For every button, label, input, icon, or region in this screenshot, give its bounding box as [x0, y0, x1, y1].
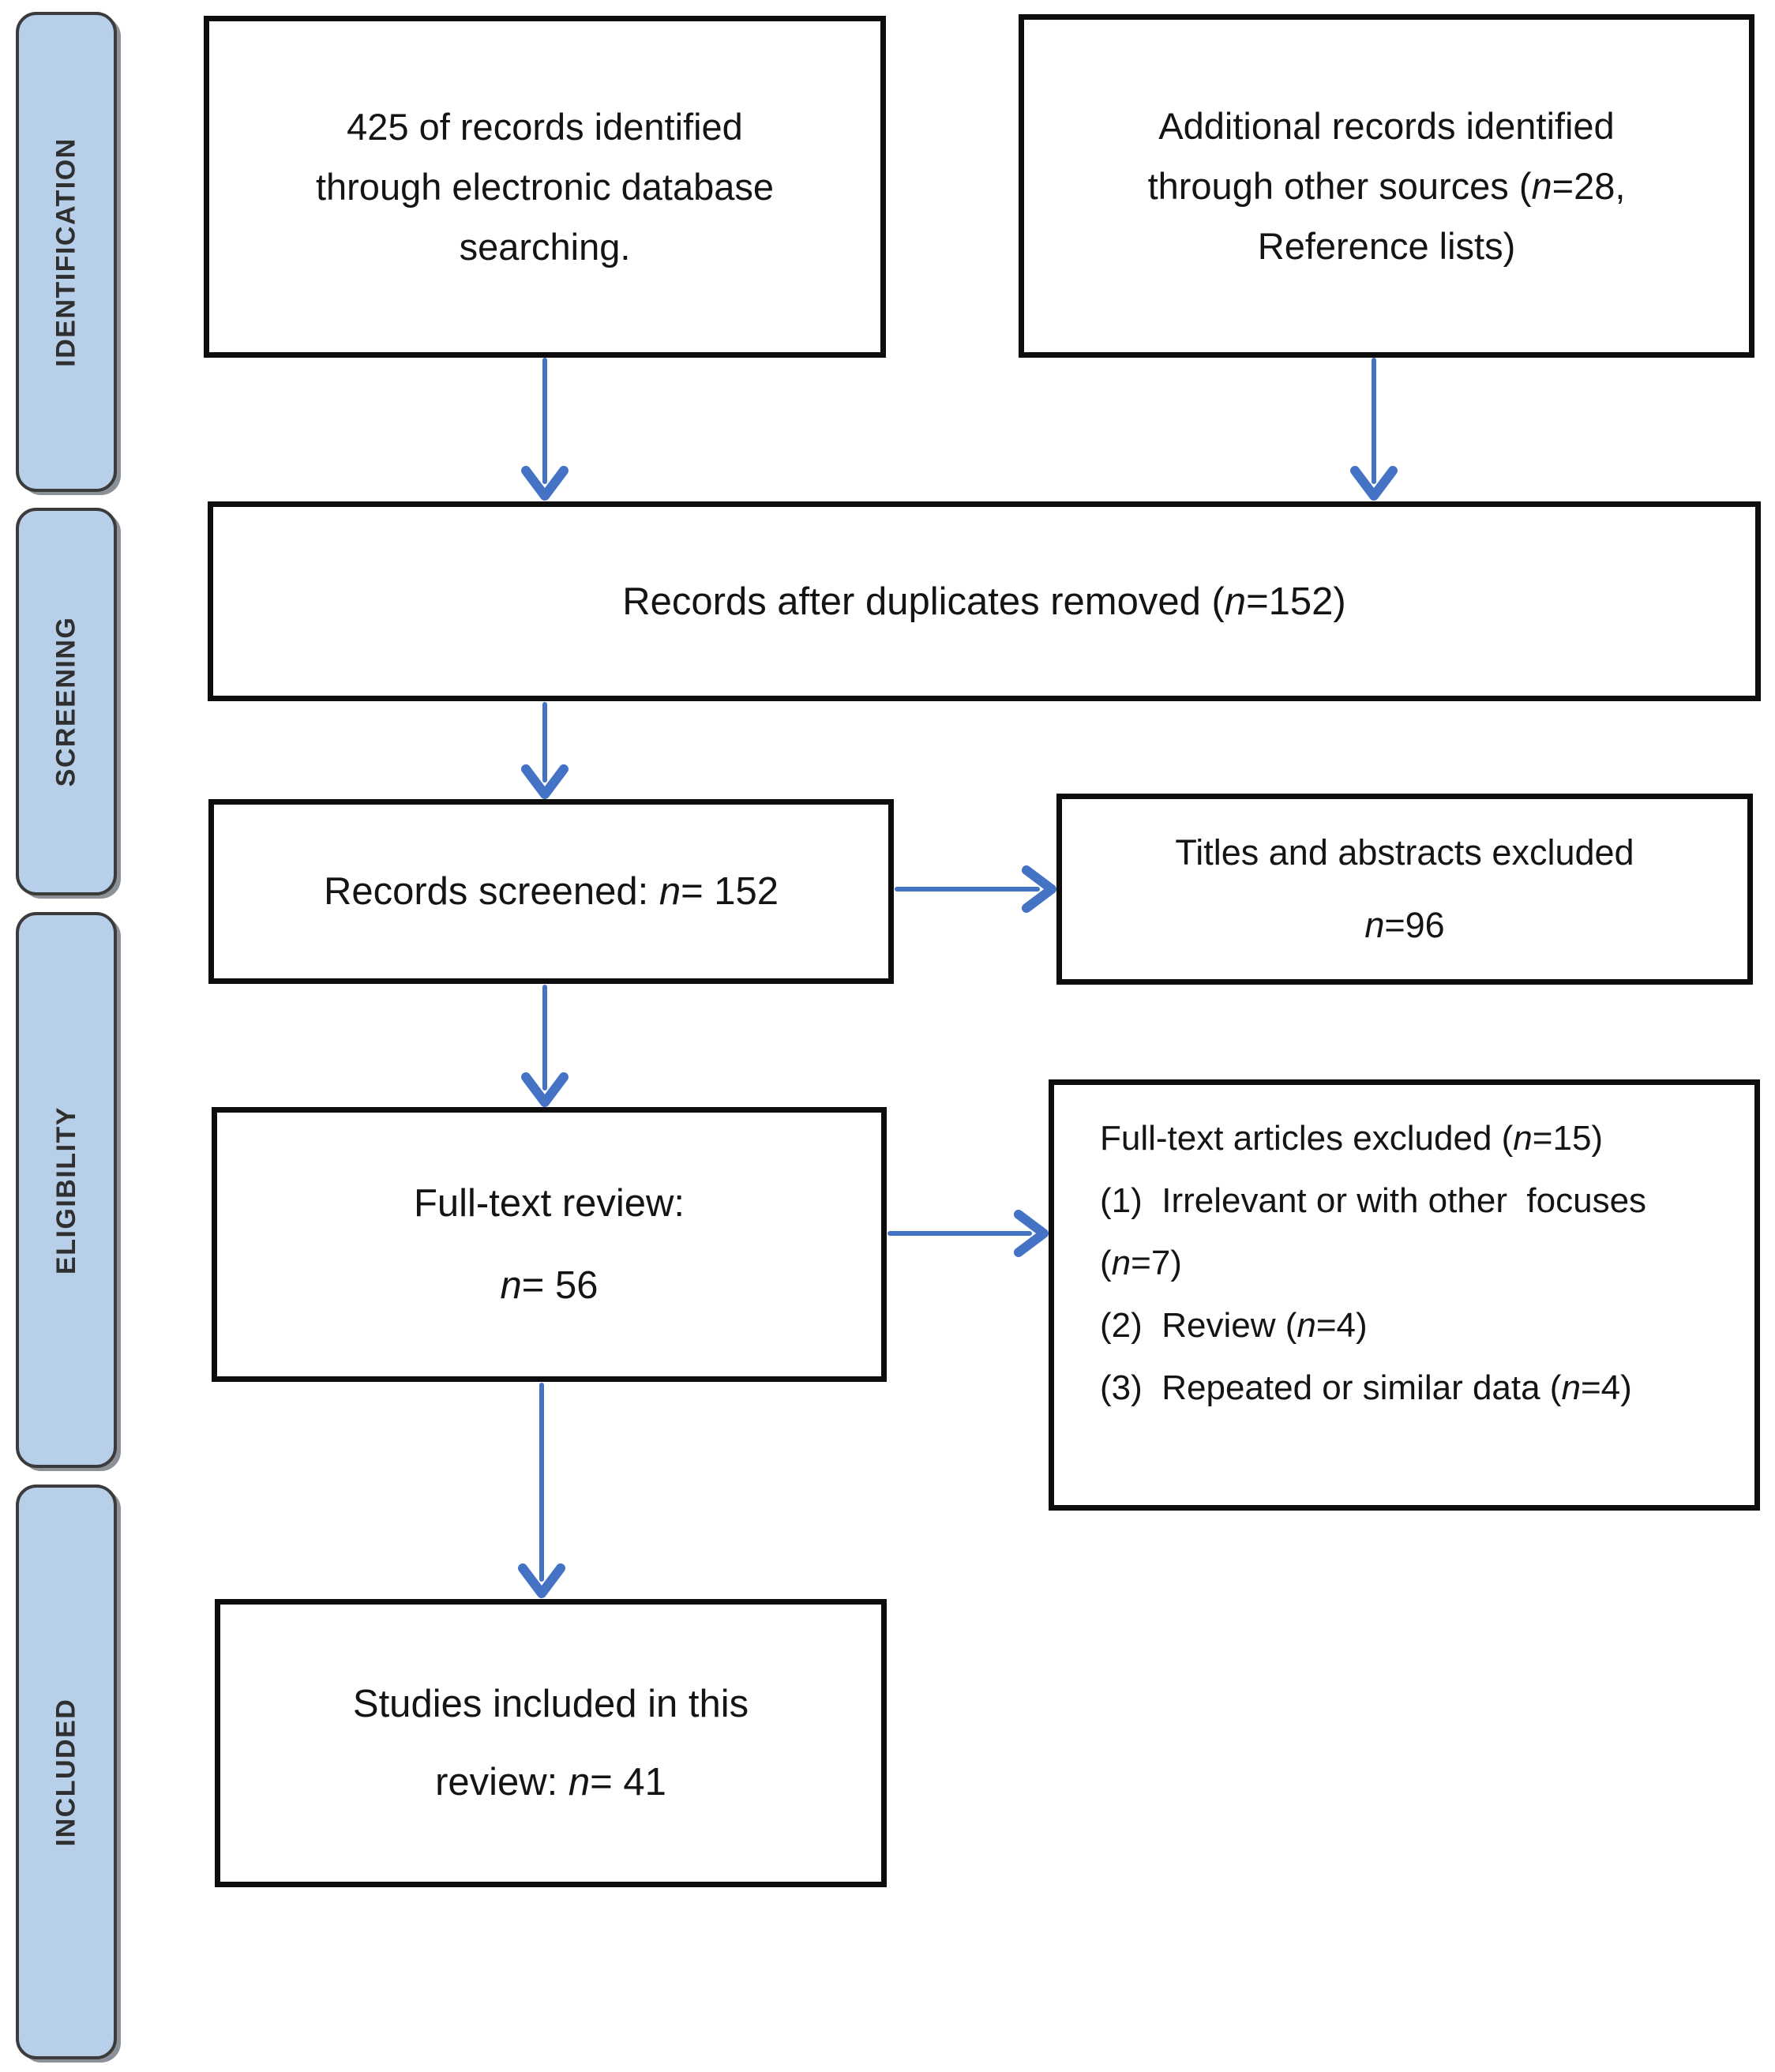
box-text-line: (2) Review (n=4) — [1100, 1306, 1368, 1345]
stage-included-label: INCLUDED — [51, 1698, 81, 1846]
box-text-line: Full-text articles excluded (n=15) — [1100, 1119, 1604, 1158]
box-text-line: n=96 — [1364, 905, 1445, 945]
box-text-line: through other sources (n=28, — [1147, 164, 1626, 207]
arrow-screened-to-fulltext-review — [521, 985, 569, 1107]
box-text-line: (1) Irrelevant or with other focuses — [1100, 1181, 1647, 1220]
box-studies-included: Studies included in this review: n= 41 — [215, 1599, 887, 1887]
arrow-screened-to-titles-excluded — [895, 865, 1056, 913]
box-fulltext-articles-excluded: Full-text articles excluded (n=15) (1) I… — [1049, 1079, 1760, 1511]
stage-identification-label: IDENTIFICATION — [51, 137, 81, 367]
box-text-line: n= 56 — [500, 1264, 599, 1307]
box-text-line: (3) Repeated or similar data (n=4) — [1100, 1368, 1632, 1407]
box-text-line: Reference lists) — [1257, 224, 1516, 267]
stage-eligibility: ELIGIBILITY — [16, 912, 117, 1468]
box-text-line: review: n= 41 — [435, 1760, 666, 1804]
arrow-identified-to-duplicates — [521, 358, 569, 501]
box-records-after-duplicates-removed: Records after duplicates removed (n=152) — [208, 501, 1761, 701]
box-text-line: Studies included in this — [352, 1682, 749, 1725]
box-text-line: Records screened: n= 152 — [323, 870, 779, 913]
box-titles-abstracts-excluded: Titles and abstracts excluded n=96 — [1056, 794, 1753, 985]
box-text-line: Full-text review: — [413, 1182, 685, 1225]
box-text-line: searching. — [459, 225, 631, 268]
box-records-identified-database: 425 of records identified through electr… — [204, 16, 886, 358]
stage-eligibility-label: ELIGIBILITY — [51, 1105, 81, 1274]
stage-screening-label: SCREENING — [51, 616, 81, 787]
arrow-fulltext-review-to-included — [518, 1383, 565, 1598]
box-text-line: 425 of records identified — [347, 105, 743, 148]
box-text-line: Titles and abstracts excluded — [1175, 832, 1634, 873]
box-additional-records-other-sources: Additional records identified through ot… — [1019, 14, 1754, 358]
box-text-line: Records after duplicates removed (n=152) — [622, 580, 1346, 623]
box-records-screened: Records screened: n= 152 — [208, 799, 894, 984]
arrow-duplicates-to-screened — [521, 702, 569, 799]
arrow-other-sources-to-duplicates — [1350, 358, 1398, 501]
stage-included: INCLUDED — [16, 1485, 117, 2059]
arrow-fulltext-review-to-excluded — [888, 1210, 1049, 1257]
box-fulltext-review: Full-text review: n= 56 — [212, 1107, 887, 1382]
box-text-line: (n=7) — [1100, 1244, 1182, 1282]
stage-screening: SCREENING — [16, 508, 117, 895]
box-text-line: Additional records identified — [1158, 104, 1615, 147]
box-text-line: through electronic database — [315, 165, 775, 208]
stage-identification: IDENTIFICATION — [16, 12, 117, 492]
